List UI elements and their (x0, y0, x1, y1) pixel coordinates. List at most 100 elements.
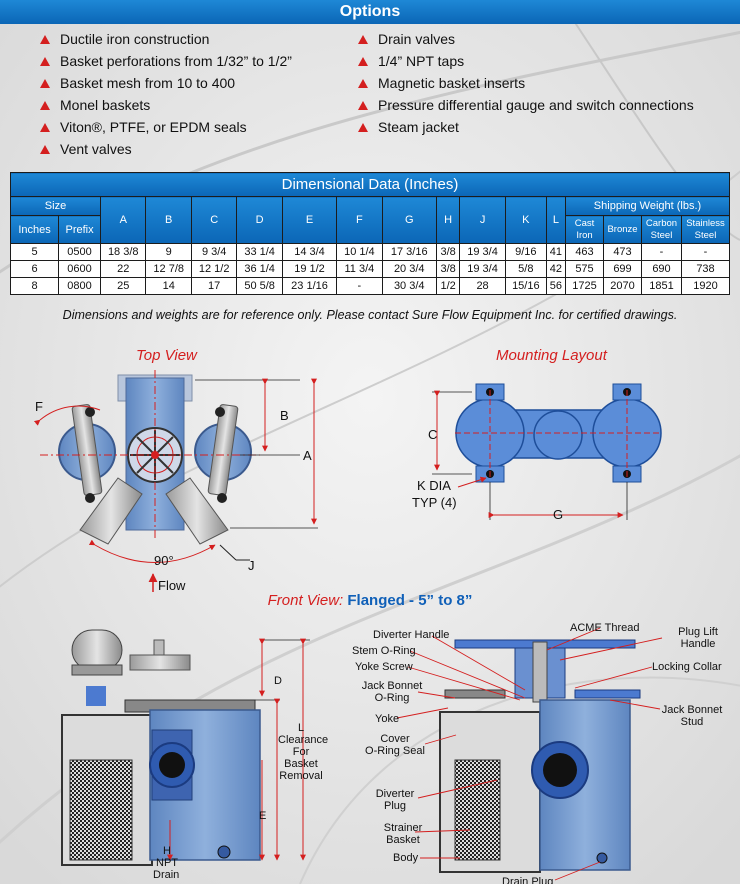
callout-cover-oring: Cover O-Ring Seal (365, 733, 425, 757)
weight-header: Shipping Weight (lbs.) (565, 196, 730, 216)
option-item: Basket mesh from 10 to 400 (40, 72, 292, 94)
label-E: E (259, 810, 267, 822)
table-cell: 8 (9, 277, 60, 295)
table-cell: 15/16 (504, 277, 547, 295)
label-typ: TYP (4) (412, 495, 457, 510)
red-triangle-icon (358, 34, 368, 44)
col-header: A (99, 196, 147, 244)
table-cell: 20 3/4 (381, 260, 437, 278)
col-header: C (190, 196, 238, 244)
table-cell: 23 1/16 (281, 277, 338, 295)
label-clearance: Clearance For Basket Removal (278, 734, 329, 782)
callout-strainer-basket: Strainer Basket (383, 822, 423, 846)
callout-stem-oring: Stem O-Ring (352, 645, 416, 657)
red-triangle-icon (358, 100, 368, 110)
col-header: F (336, 196, 383, 244)
option-item: Drain valves (358, 28, 694, 50)
label-flow: Flow (158, 578, 186, 593)
option-item: Vent valves (40, 138, 292, 160)
table-title: Dimensional Data (Inches) (10, 172, 730, 197)
options-list-right: Drain valves 1/4” NPT taps Magnetic bask… (358, 28, 694, 138)
label-J: J (248, 558, 255, 573)
mounting-layout-title: Mounting Layout (496, 347, 607, 364)
table-cell: 473 (603, 243, 642, 261)
table-cell: 1/2 (435, 277, 461, 295)
red-triangle-icon (40, 78, 50, 88)
weight-col-header: Carbon Steel (641, 215, 682, 244)
red-triangle-icon (40, 144, 50, 154)
label-B: B (280, 408, 289, 423)
table-cell: 19 3/4 (459, 260, 506, 278)
size-header: Size (10, 196, 101, 216)
table-cell: 33 1/4 (236, 243, 283, 261)
mounting-layout-drawing (432, 383, 662, 520)
option-item: Basket perforations from 1/32” to 1/2” (40, 50, 292, 72)
red-triangle-icon (40, 56, 50, 66)
callout-yoke-screw: Yoke Screw (355, 661, 413, 673)
col-header: H (435, 196, 461, 244)
label-F: F (35, 399, 43, 414)
label-D: D (274, 675, 282, 687)
table-cell: 56 (545, 277, 567, 295)
col-header: D (236, 196, 283, 244)
col-header: L (545, 196, 567, 244)
table-cell: 14 (145, 277, 192, 295)
red-triangle-icon (40, 100, 50, 110)
table-cell: - (336, 277, 383, 295)
label-L: L (298, 722, 305, 734)
red-triangle-icon (358, 122, 368, 132)
option-item: Steam jacket (358, 116, 694, 138)
callout-plug-lift-handle: Plug Lift Handle (678, 626, 718, 650)
table-cell: 36 1/4 (236, 260, 283, 278)
callout-jack-bonnet-oring: Jack Bonnet O-Ring (361, 680, 423, 704)
front-view-left-drawing (61, 629, 310, 866)
top-view-title: Top View (136, 347, 197, 364)
label-90-degrees: 90° (154, 553, 174, 568)
table-cell: 1851 (641, 277, 682, 295)
label-npt: NPT (156, 857, 178, 869)
table-cell: 28 (459, 277, 506, 295)
reference-note: Dimensions and weights are for reference… (62, 308, 678, 322)
callout-body: Body (393, 852, 419, 864)
callout-drain-plug: Drain Plug (502, 876, 554, 884)
callout-diverter-plug: Diverter Plug (375, 788, 415, 812)
col-header: J (459, 196, 506, 244)
front-view-right-drawing (396, 627, 663, 881)
col-header: G (381, 196, 437, 244)
option-item: 1/4” NPT taps (358, 50, 694, 72)
option-item: Pressure differential gauge and switch c… (358, 94, 694, 116)
front-view-title: Front View: Flanged - 5” to 8” (267, 592, 473, 609)
label-C: C (428, 427, 438, 442)
table-cell: 10 1/4 (336, 243, 383, 261)
option-item: Magnetic basket inserts (358, 72, 694, 94)
label-G: G (553, 507, 564, 522)
option-item: Monel baskets (40, 94, 292, 116)
table-cell: 50 5/8 (236, 277, 283, 295)
table-cell: 9/16 (504, 243, 547, 261)
dimensional-data-table: Dimensional Data (Inches) Size A B C D E… (9, 172, 730, 295)
red-triangle-icon (358, 56, 368, 66)
option-item: Ductile iron construction (40, 28, 292, 50)
top-view-drawing (33, 370, 318, 592)
options-title: Options (0, 0, 740, 24)
callout-yoke: Yoke (375, 713, 400, 725)
table-cell: 30 3/4 (381, 277, 437, 295)
callout-diverter-handle: Diverter Handle (373, 629, 450, 641)
label-H: H (163, 845, 171, 857)
table-cell: 699 (603, 260, 642, 278)
table-cell: 1725 (565, 277, 604, 295)
table-cell: 0800 (58, 277, 101, 295)
table-cell: 0500 (58, 243, 101, 261)
col-header: K (504, 196, 547, 244)
table-cell: 1920 (681, 277, 730, 295)
callout-acme-thread: ACME Thread (570, 622, 640, 634)
option-item: Viton®, PTFE, or EPDM seals (40, 116, 292, 138)
label-A: A (303, 448, 312, 463)
weight-col-header: Stainless Steel (681, 215, 730, 244)
table-cell: 5/8 (504, 260, 547, 278)
callout-jack-bonnet-stud: Jack Bonnet Stud (661, 704, 723, 728)
